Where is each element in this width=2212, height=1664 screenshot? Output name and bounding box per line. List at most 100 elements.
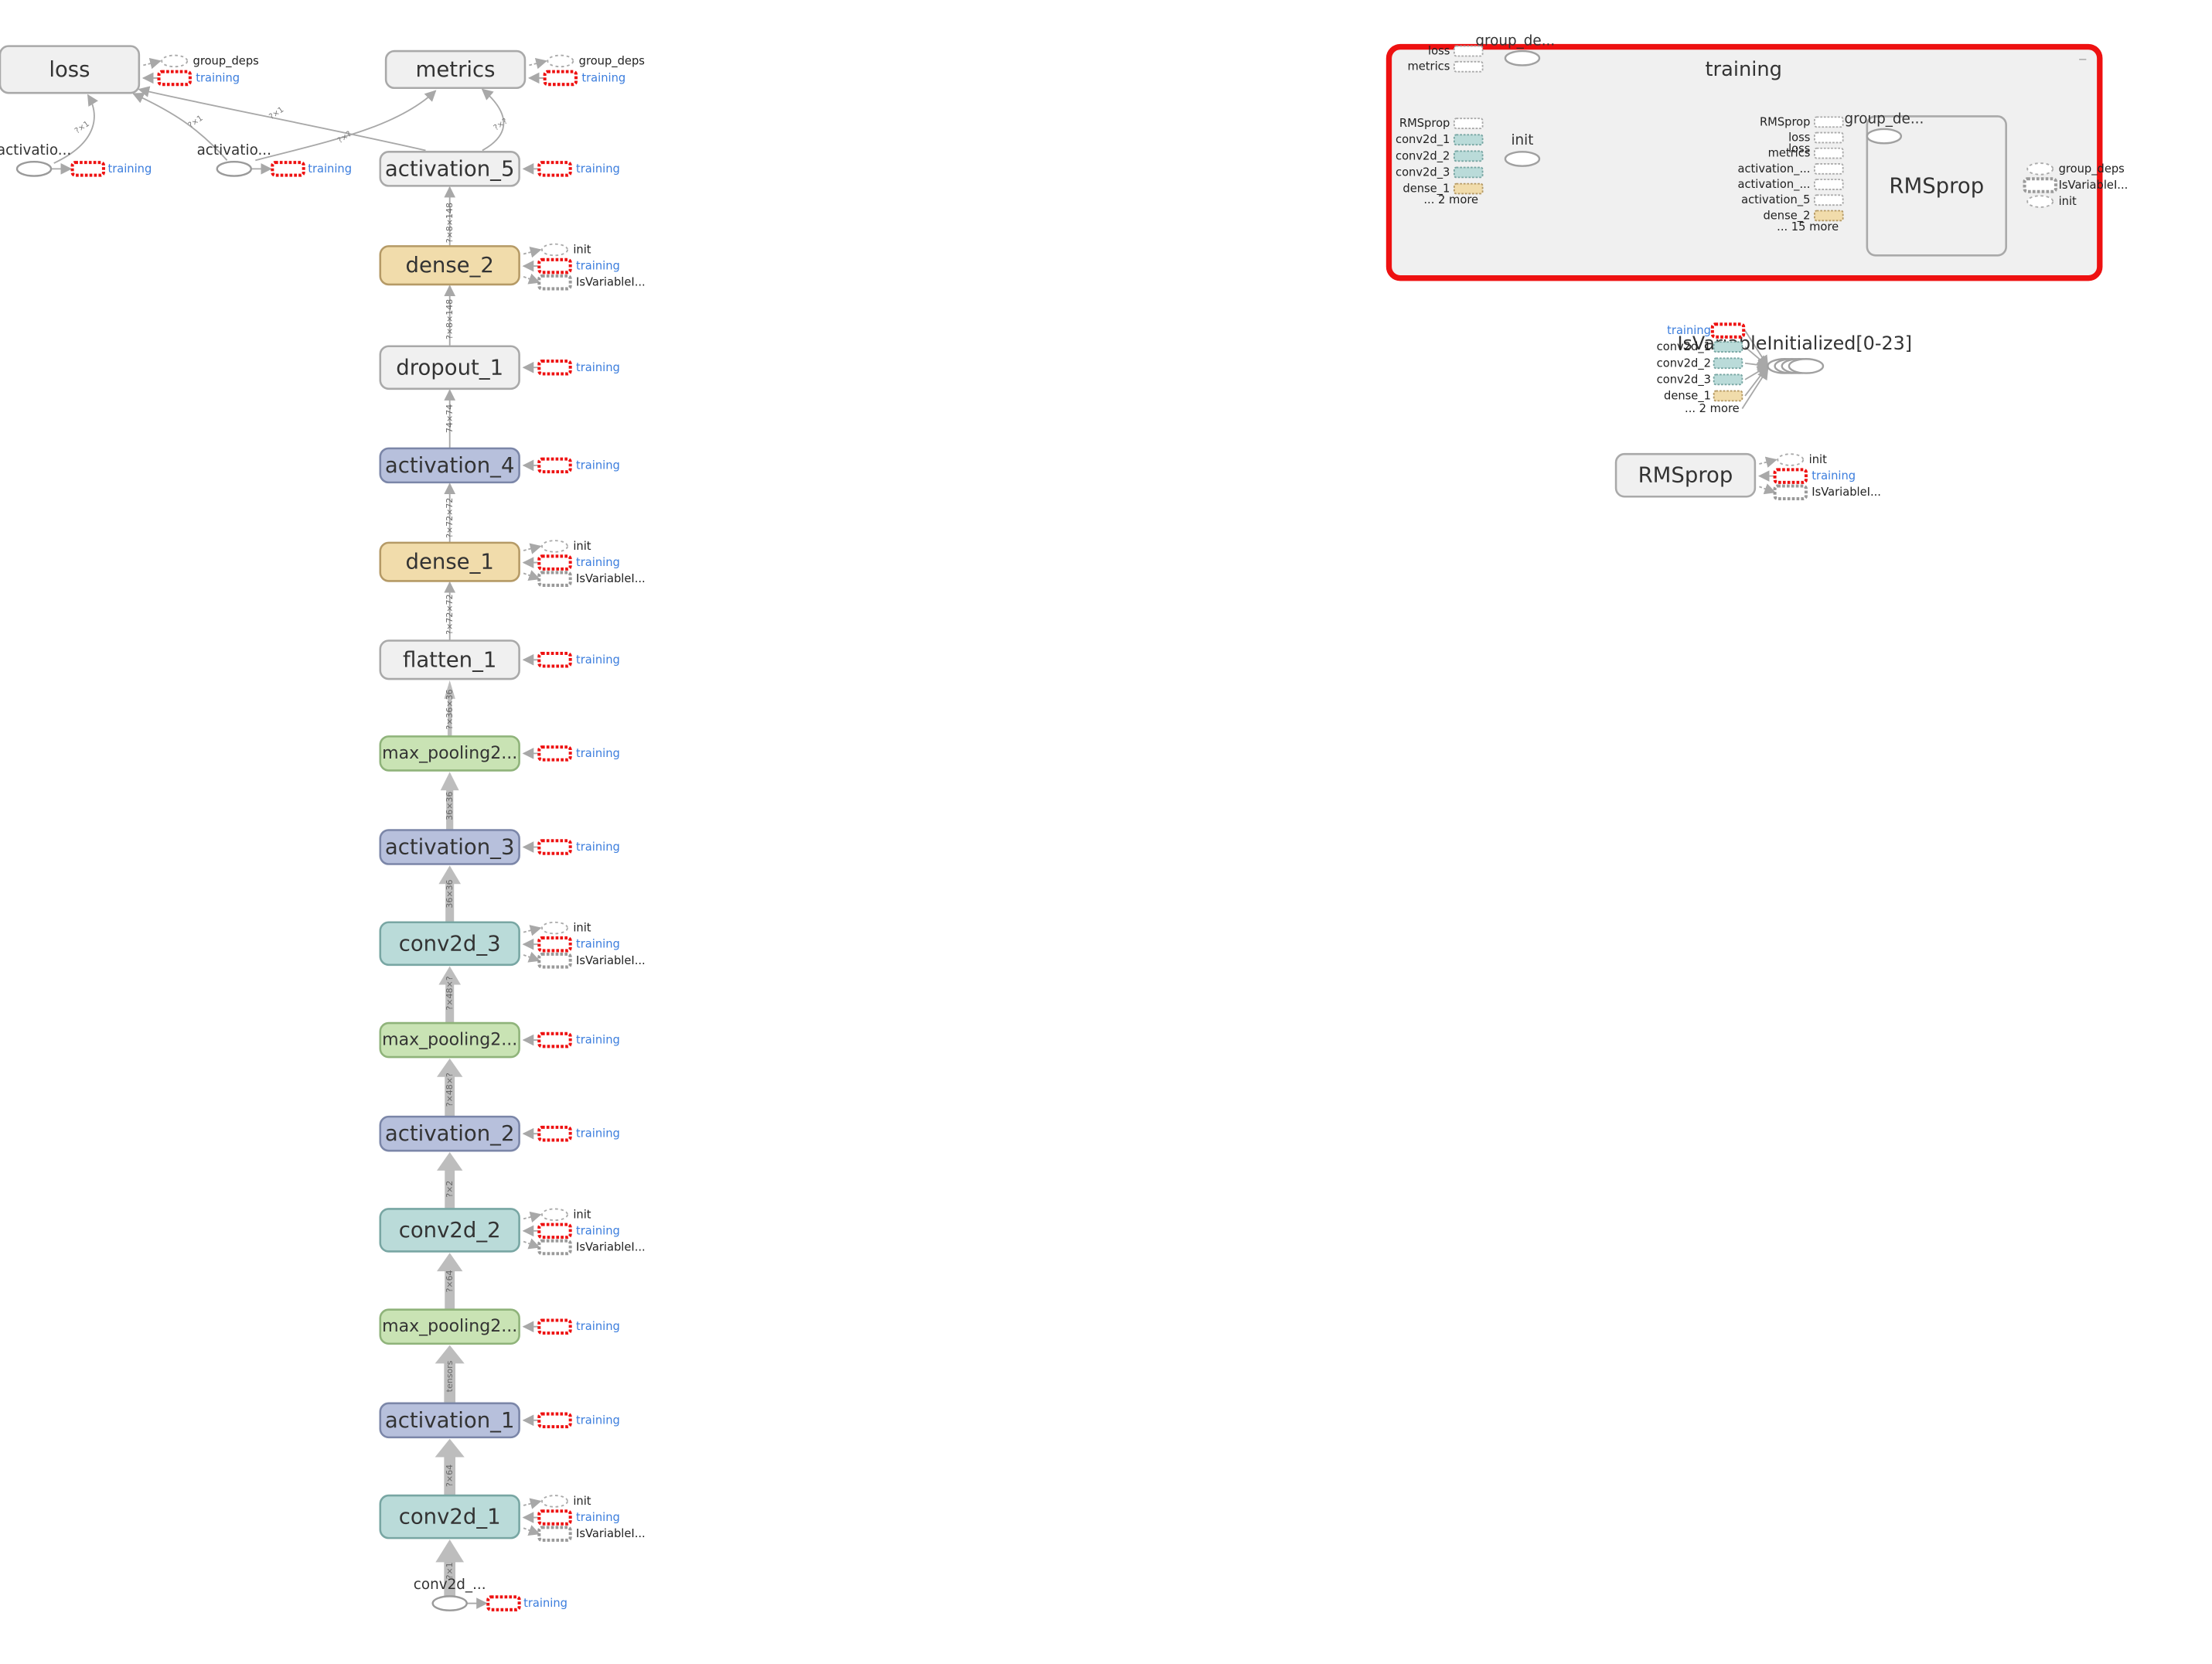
placeholder-act_a[interactable]: activatio...training — [0, 142, 152, 177]
isvar-input-1-series[interactable] — [1713, 341, 1743, 353]
node-rmsprop-training-series[interactable] — [1773, 468, 1808, 484]
training-rms-input-5-series[interactable] — [1814, 194, 1844, 206]
node-conv2d_2-isvar-series[interactable] — [537, 1239, 572, 1256]
node-flatten_1-training-series[interactable] — [537, 651, 572, 668]
node-conv2d_1[interactable]: conv2d_1inittrainingIsVariableI... — [379, 1494, 646, 1540]
node-dense_1-training-series[interactable] — [537, 554, 572, 571]
isvar-input-0: training — [1667, 324, 1711, 337]
training-init-input-2-series[interactable] — [1453, 150, 1484, 162]
node-loss-training-series[interactable] — [157, 70, 192, 87]
node-max_pooling_2[interactable]: max_pooling2...training — [379, 1021, 620, 1059]
training-init-input-3-series[interactable] — [1453, 166, 1484, 179]
node-conv2d_3[interactable]: conv2d_3inittrainingIsVariableI... — [379, 921, 646, 967]
node-rmsprop-isvar-series[interactable] — [1773, 484, 1808, 501]
node-conv2d_3-init-op[interactable] — [541, 921, 568, 935]
node-flatten_1-training-series-shape — [537, 651, 572, 668]
training-init-input-1-series[interactable] — [1453, 134, 1484, 146]
edge-conv2d_3-activation_3 — [445, 878, 455, 922]
training-rms-input-3-series[interactable] — [1814, 163, 1844, 175]
training-init-input-0-series[interactable] — [1453, 118, 1484, 129]
node-conv2d_2-init-op[interactable] — [541, 1208, 568, 1222]
node-loss-group_deps-op[interactable] — [161, 54, 189, 68]
node-conv2d_2[interactable]: conv2d_2inittrainingIsVariableI... — [379, 1208, 646, 1253]
edge-acta-loss — [53, 94, 98, 164]
training-rmsprop-deps-op[interactable] — [1866, 128, 1903, 145]
isvar-input-2-series[interactable] — [1713, 357, 1743, 370]
training-rmsprop-box[interactable] — [1866, 115, 2007, 257]
training-rms-output-1-series[interactable] — [2023, 177, 2057, 193]
training-rms-input-0-series-shape — [1814, 116, 1844, 128]
node-max_pooling_2-box — [379, 1021, 520, 1059]
node-dropout_1-training-series[interactable] — [537, 359, 572, 376]
node-metrics-input-0: group_deps — [579, 54, 645, 67]
node-dense_1-isvar-series[interactable] — [537, 571, 572, 587]
placeholder-conv_in-training-series[interactable] — [486, 1595, 521, 1611]
node-activation_4-training-series[interactable] — [537, 457, 572, 474]
training-rms-input-4-series[interactable] — [1814, 179, 1844, 190]
node-dense_2-training-series[interactable] — [537, 257, 572, 274]
node-metrics-training-series[interactable] — [543, 70, 578, 87]
training-top-input-1-shape — [1453, 60, 1484, 73]
node-metrics-group_deps-op[interactable] — [547, 54, 574, 68]
node-conv2d_1-isvar-series[interactable] — [537, 1526, 572, 1542]
isvar-input-4-series[interactable] — [1713, 390, 1743, 402]
training-rms-input-1-series[interactable] — [1814, 131, 1844, 144]
node-conv2d_3-isvar-series[interactable] — [537, 953, 572, 969]
node-dense_1[interactable]: dense_1inittrainingIsVariableI... — [379, 540, 646, 585]
node-max_pooling_2-training-series[interactable] — [537, 1031, 572, 1049]
training-rms-output-0-op[interactable] — [2026, 162, 2054, 176]
placeholder-conv_in[interactable]: conv2d_...training — [414, 1577, 567, 1611]
node-max_pooling_1[interactable]: max_pooling2...training — [379, 1308, 620, 1345]
edge-label: ?×2 — [445, 1181, 455, 1198]
isvar-cluster[interactable]: IsVariableInitialized[0-23]trainingconv2… — [1657, 324, 1912, 415]
node-activation_5-training-series[interactable] — [537, 161, 572, 177]
node-conv2d_1-training-series[interactable] — [537, 1509, 572, 1526]
node-dense_2-init-op[interactable] — [541, 243, 568, 257]
placeholder-act_a-training-series[interactable] — [70, 161, 105, 177]
training-rms-input-6-series[interactable] — [1814, 210, 1844, 222]
node-conv2d_1-init-op[interactable] — [541, 1495, 568, 1508]
node-dense_1-init-op[interactable] — [541, 540, 568, 553]
placeholder-act_b-training-series[interactable] — [271, 161, 305, 177]
node-max_pooling_3[interactable]: max_pooling2...training — [379, 735, 620, 772]
node-activation_4-box — [379, 447, 520, 484]
node-max_pooling_2-label: max_pooling2... — [382, 1031, 517, 1050]
node-loss-input-1: training — [196, 71, 240, 84]
node-max_pooling_3-training-series[interactable] — [537, 745, 572, 762]
isvar-input-3-series[interactable] — [1713, 373, 1743, 386]
training-rms-output-2-op[interactable] — [2026, 195, 2054, 208]
node-activation_1-training-series[interactable] — [537, 1412, 572, 1429]
node-dense_2-isvar-series[interactable] — [537, 274, 572, 291]
node-max_pooling_3-training-series-shape — [537, 745, 572, 762]
training-group[interactable]: training−group_de...lossmetricsinitRMSpr… — [1385, 33, 2128, 281]
placeholder-act_b[interactable]: activatio...training — [197, 142, 352, 177]
node-conv2d_3-training-series[interactable] — [537, 936, 572, 953]
training-rms-input-0-series[interactable] — [1814, 116, 1844, 128]
training-init-input-4-series[interactable] — [1453, 182, 1484, 195]
training-group-deps-op[interactable] — [1504, 49, 1541, 66]
training-rms-input-2-series[interactable] — [1814, 147, 1844, 159]
isvar-training-series[interactable] — [1710, 322, 1746, 339]
placeholder-act_b-shape — [216, 160, 252, 177]
training-init-op[interactable] — [1504, 151, 1541, 167]
node-rmsprop[interactable]: RMSpropinittrainingIsVariableI... — [1614, 452, 1881, 499]
isvar-op-3[interactable] — [1788, 358, 1825, 374]
training-init-input-0-series-shape — [1453, 118, 1484, 129]
node-dense_2[interactable]: dense_2inittrainingIsVariableI... — [379, 243, 646, 289]
node-rmsprop-init-op[interactable] — [1777, 453, 1805, 466]
node-conv2d_2-training-series[interactable] — [537, 1222, 572, 1239]
node-activation_2-training-series[interactable] — [537, 1125, 572, 1142]
node-dense_1-input-1: training — [576, 556, 620, 569]
node-max_pooling_1-training-series[interactable] — [537, 1318, 572, 1335]
node-activation_3-training-series[interactable] — [537, 839, 572, 855]
